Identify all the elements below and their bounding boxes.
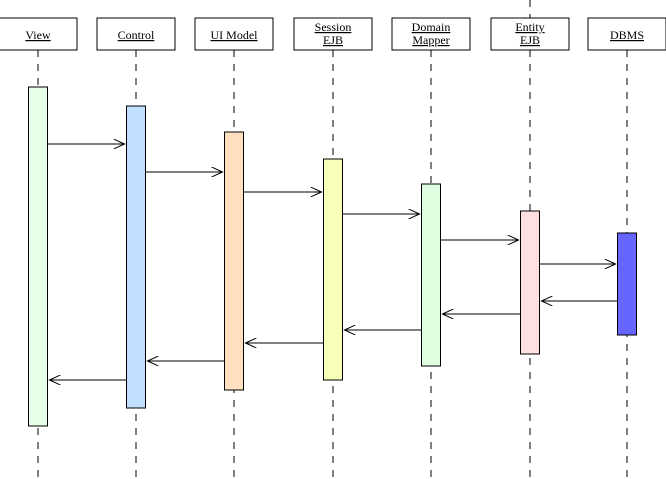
participant-box-session-ejb	[293, 17, 373, 51]
participant-box-domain-mapper	[391, 17, 471, 51]
participant-label-ui-model: UI Model	[211, 28, 259, 42]
participant-label-entity-ejb: Entity	[515, 20, 544, 34]
participant-label-view: View	[25, 28, 51, 42]
participant-label-control: Control	[118, 28, 155, 42]
activation-bar-view	[28, 86, 48, 427]
participant-label-domain-mapper: Mapper	[412, 33, 449, 47]
participant-label-domain-mapper: Domain	[412, 20, 451, 34]
participant-label-session-ejb: Session	[315, 20, 352, 34]
participant-label-dbms: DBMS	[610, 28, 644, 42]
participant-label-entity-ejb: EJB	[520, 33, 540, 47]
participant-box-dbms	[587, 17, 666, 51]
participant-box-entity-ejb	[490, 17, 570, 51]
activation-bar-session-ejb	[323, 158, 343, 381]
participant-box-ui-model	[194, 17, 274, 51]
activation-bar-entity-ejb	[520, 210, 540, 355]
participant-label-session-ejb: EJB	[323, 33, 343, 47]
participant-box-control	[96, 17, 176, 51]
activation-bar-domain-mapper	[421, 183, 441, 367]
participant-box-view	[0, 17, 78, 51]
activation-bar-control	[126, 105, 146, 409]
activation-bar-dbms	[617, 232, 637, 336]
activation-bar-ui-model	[224, 131, 244, 391]
